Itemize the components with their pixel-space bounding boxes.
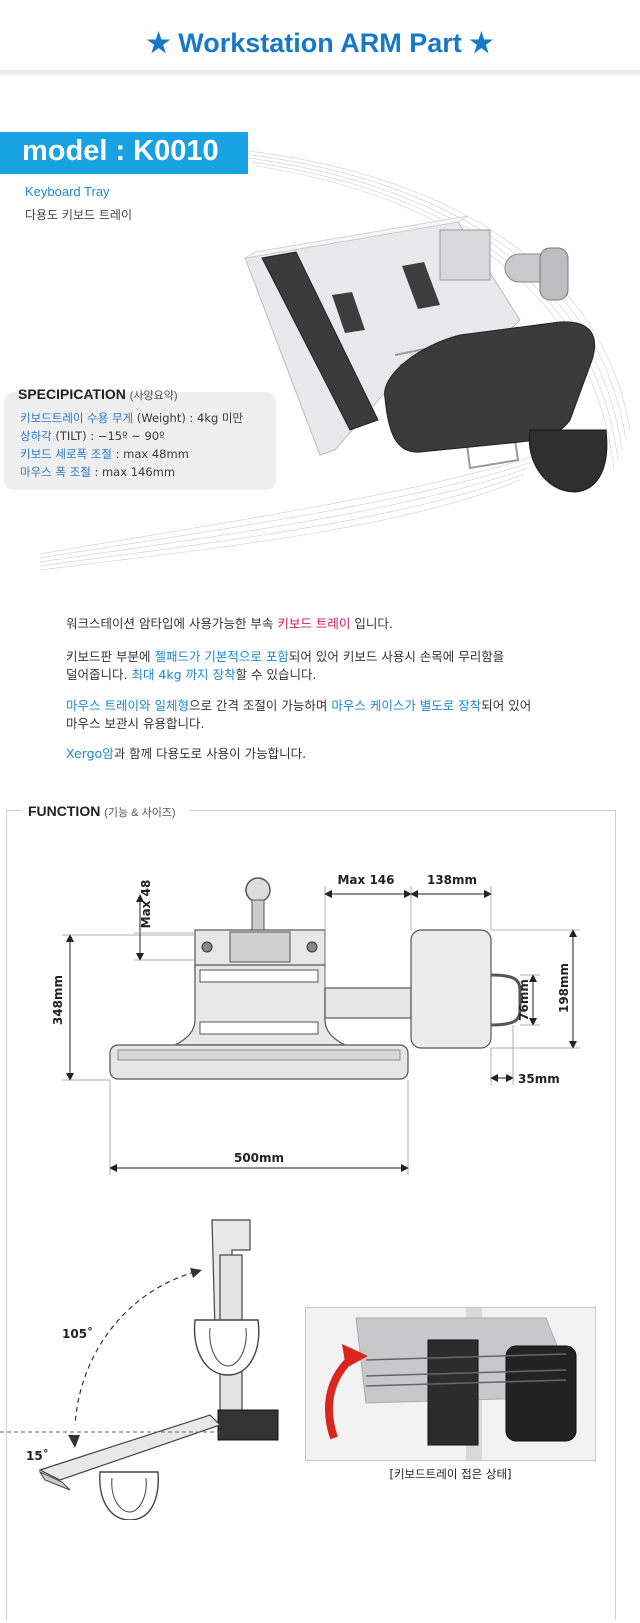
dim-height-label: 348mm (51, 975, 65, 1025)
product-name-en: Keyboard Tray (25, 184, 110, 199)
header: ★ Workstation ARM Part ★ (0, 0, 640, 70)
spec-key: 상하각 (20, 429, 52, 443)
description-paragraph-3: 마우스 트레이와 일체형으로 간격 조절이 가능하며 마우스 케이스가 별도로 … (66, 697, 586, 733)
dim-500-label: 500mm (234, 1151, 284, 1165)
function-title-bg (22, 802, 190, 820)
highlight-text: 마우스 트레이와 일체형 (66, 698, 189, 713)
tilt-angle-drawing: 105˚ 15˚ (0, 1219, 279, 1520)
text: 키보드판 부분에 (66, 649, 155, 664)
spec-key: 키보드트레이 수용 무게 (20, 411, 134, 425)
text: 덜어줍니다. (66, 667, 132, 682)
spec-line: 상하각 (TILT) : −15º ~ 90º (20, 428, 165, 444)
header-divider (0, 70, 640, 76)
highlight-text: Xergo암 (66, 746, 114, 761)
function-title: FUNCTION (기능 & 사이즈) (28, 803, 176, 820)
text: 워크스테이션 암타입에 사용가능한 부속 (66, 616, 278, 631)
highlight-text: 젤패드가 기본적으로 포함 (154, 649, 289, 664)
spec-title-en: SPECIPICATION (18, 386, 126, 402)
angle-15-label: 15˚ (26, 1448, 49, 1463)
description-paragraph-4: Xergo암과 함께 다용도로 사용이 가능합니다. (66, 745, 586, 763)
description-paragraph-2: 키보드판 부분에 젤패드가 기본적으로 포함되어 있어 키보드 사용시 손목에 … (66, 648, 586, 684)
spec-key: 키보드 세로폭 조절 (20, 447, 112, 461)
dim-76-label: 76mm (517, 979, 531, 1021)
model-label: model : K0010 (22, 135, 219, 167)
text: 마우스 보관시 유용합니다. (66, 716, 205, 731)
dim-198-label: 198mm (557, 963, 571, 1013)
text: 되어 있어 (481, 698, 532, 713)
text: 과 함께 다용도로 사용이 가능합니다. (113, 746, 307, 761)
description-paragraph-1: 워크스테이션 암타입에 사용가능한 부속 키보드 트레이 입니다. (66, 615, 586, 633)
angle-105-label: 105˚ (62, 1326, 93, 1341)
spec-value: : max 146mm (90, 465, 176, 479)
spec-title: SPECIPICATION (사양요약) (18, 386, 178, 403)
highlight-text: 최대 4kg 까지 장착 (131, 667, 236, 682)
highlight-text: 마우스 케이스가 별도로 장착 (331, 698, 482, 713)
function-title-ko: (기능 & 사이즈) (104, 807, 176, 819)
folded-state-photo (305, 1307, 596, 1461)
text: 되어 있어 키보드 사용시 손목에 무리함을 (288, 649, 505, 664)
model-banner (0, 132, 248, 174)
spec-line: 키보드트레이 수용 무게 (Weight) : 4kg 미만 (20, 410, 243, 426)
spec-value: (Weight) : 4kg 미만 (133, 411, 244, 425)
spec-line: 키보드 세로폭 조절 : max 48mm (20, 446, 189, 462)
keyboard-tray-illustration (39, 149, 631, 571)
page-title: ★ Workstation ARM Part ★ (146, 28, 494, 58)
spec-value: : max 48mm (111, 447, 189, 461)
product-name-ko: 다용도 키보드 트레이 (25, 208, 132, 222)
function-title-en: FUNCTION (28, 803, 101, 819)
photo-caption: [키보드트레이 접은 상태] (389, 1467, 512, 1481)
spec-key: 마우스 폭 조절 (20, 465, 91, 479)
dim-35-label: 35mm (518, 1072, 560, 1086)
dimension-drawing: 348mm Max 48 Max 146 138mm 198mm 76mm 35… (51, 873, 580, 1175)
dim-138-label: 138mm (427, 873, 477, 887)
dim-max146-label: Max 146 (337, 873, 394, 887)
text: 으로 간격 조절이 가능하며 (188, 698, 332, 713)
spec-title-ko: (사양요약) (129, 390, 178, 402)
function-frame (6, 810, 616, 1620)
spec-panel (4, 392, 276, 490)
text: 할 수 있습니다. (235, 667, 317, 682)
highlight-text: 키보드 트레이 (277, 616, 351, 631)
spec-value: (TILT) : −15º ~ 90º (51, 429, 165, 443)
folded-tray-image (306, 1308, 595, 1460)
text: 입니다. (350, 616, 393, 631)
spec-line: 마우스 폭 조절 : max 146mm (20, 464, 175, 480)
dim-max48-label: Max 48 (139, 880, 153, 929)
